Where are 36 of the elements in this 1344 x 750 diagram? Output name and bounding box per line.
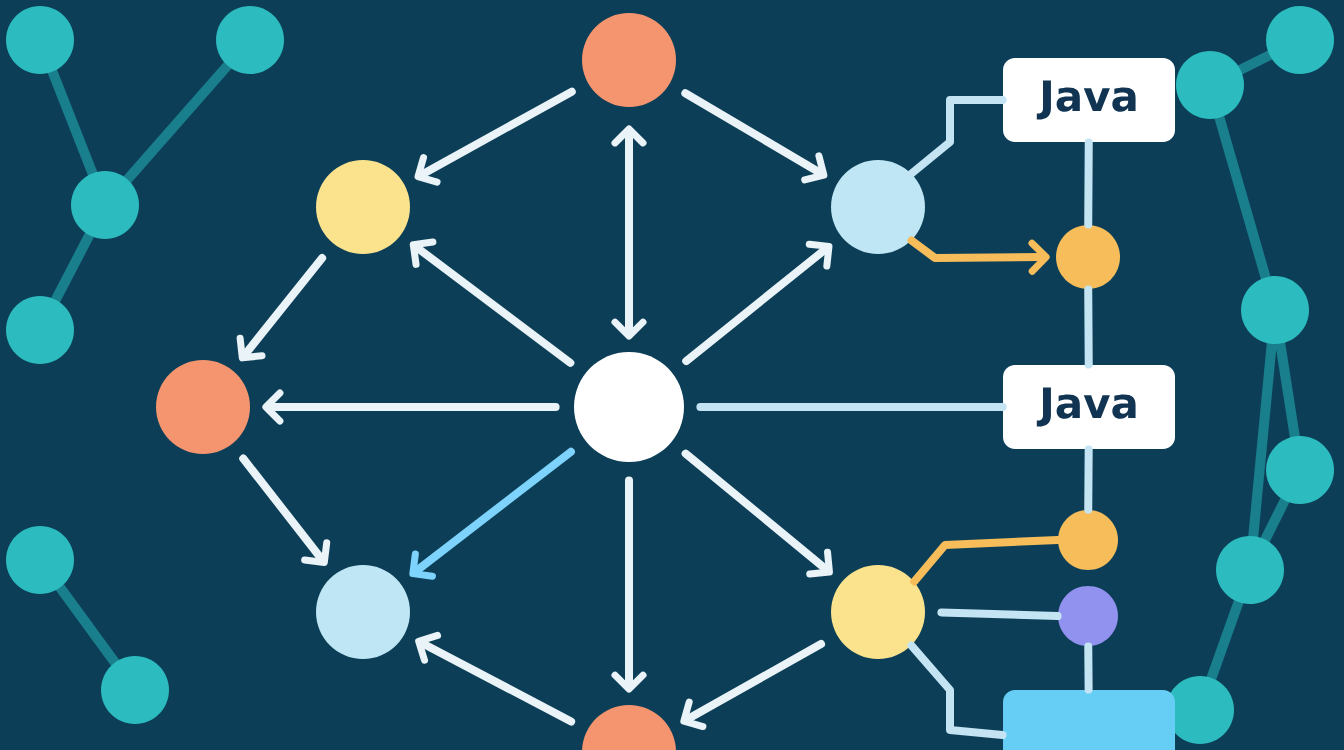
circle-node [831, 160, 925, 254]
arrow [611, 476, 647, 693]
circle-node [1056, 225, 1120, 289]
arrow [409, 238, 575, 367]
arrow [907, 236, 1050, 275]
arrow [611, 125, 647, 340]
arrow [409, 447, 575, 580]
arrow [239, 454, 331, 566]
arrow [681, 449, 833, 578]
connector-line [696, 403, 1007, 411]
connector-line [907, 641, 1007, 739]
connector-line [910, 536, 1062, 586]
arrow [415, 631, 576, 726]
connector-line [1084, 138, 1093, 229]
label-box: Java [1003, 58, 1175, 142]
label-box: Java [1003, 365, 1175, 449]
circle-node [316, 160, 410, 254]
arrow [414, 87, 576, 186]
circle-node [574, 352, 684, 462]
circle-node [1058, 586, 1118, 646]
arrow [236, 254, 327, 362]
connector-line [907, 96, 1007, 178]
connector-line [937, 608, 1062, 620]
arrow [262, 389, 560, 425]
connector-line [1084, 285, 1093, 369]
connector-line [1084, 642, 1093, 694]
circle-node [316, 565, 410, 659]
arrow [682, 240, 833, 366]
rounded-box [1003, 690, 1175, 750]
arrow [680, 640, 825, 730]
circle-node [156, 360, 250, 454]
connector-line [1084, 445, 1093, 514]
circle-node [831, 565, 925, 659]
circle-node [582, 13, 676, 107]
arrow [681, 89, 828, 184]
circle-node [1058, 510, 1118, 570]
